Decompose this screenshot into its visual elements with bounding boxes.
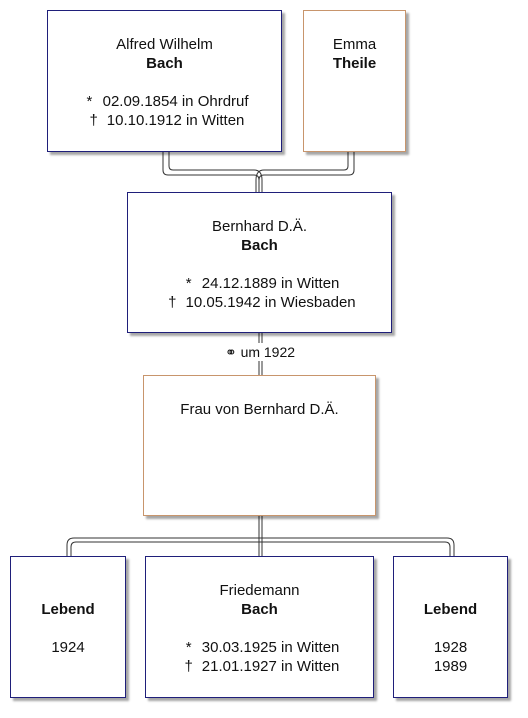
death-date-place: 21.01.1927 in Witten (201, 658, 340, 675)
birth-year: 1924 (51, 639, 85, 656)
given-name: Bernhard D.Ä. (211, 218, 308, 235)
marriage-date: um 1922 (240, 344, 296, 360)
person-box-child-3[interactable]: Lebend 1928 1989 (393, 556, 508, 698)
birth-icon: * (185, 275, 192, 292)
death-icon: † (89, 112, 98, 129)
surname: Bach (241, 601, 278, 618)
person-box-wife[interactable]: Frau von Bernhard D.Ä. (143, 375, 376, 516)
year-1: 1928 (433, 639, 468, 656)
death-date-place: 10.10.1912 in Witten (106, 112, 245, 129)
wife-name: Frau von Bernhard D.Ä. (180, 401, 339, 418)
death-event: † 21.01.1927 in Witten (146, 657, 373, 676)
death-event: † 10.05.1942 in Wiesbaden (128, 293, 391, 312)
person-box-child-1[interactable]: Lebend 1924 (10, 556, 126, 698)
given-name: Friedemann (219, 582, 300, 599)
person-box-emma-theile[interactable]: Emma Theile (303, 10, 406, 152)
connector-parents (162, 152, 260, 192)
connector-parents-inner (168, 152, 263, 192)
surname: Theile (332, 55, 377, 72)
living-label: Lebend (41, 601, 95, 618)
person-box-alfred-wilhelm-bach[interactable]: Alfred Wilhelm Bach * 02.09.1854 in Ohrd… (47, 10, 282, 152)
connector-children-bar-2 (70, 541, 451, 556)
birth-icon: * (86, 93, 93, 110)
birth-event: * 02.09.1854 in Ohrdruf (48, 92, 281, 111)
connector-children-bar (66, 537, 455, 556)
death-icon: † (184, 658, 193, 675)
given-name: Emma (332, 36, 377, 53)
birth-date-place: 02.09.1854 in Ohrdruf (102, 93, 249, 110)
death-event: † 10.10.1912 in Witten (48, 111, 281, 130)
living-label: Lebend (423, 601, 478, 618)
marriage-label: ⚭ um 1922 (210, 343, 310, 361)
connector-parents-inner-right (255, 152, 349, 192)
given-name: Alfred Wilhelm (116, 36, 213, 53)
person-box-friedemann-bach[interactable]: Friedemann Bach * 30.03.1925 in Witten †… (145, 556, 374, 698)
death-icon: † (168, 294, 177, 311)
marriage-icon: ⚭ (224, 344, 237, 360)
death-date-place: 10.05.1942 in Wiesbaden (185, 294, 356, 311)
surname: Bach (146, 55, 183, 72)
birth-event: * 24.12.1889 in Witten (128, 274, 391, 293)
connector-parents-right (258, 152, 355, 181)
year-2: 1989 (433, 658, 468, 675)
person-box-bernhard-bach[interactable]: Bernhard D.Ä. Bach * 24.12.1889 in Witte… (127, 192, 392, 333)
birth-date-place: 30.03.1925 in Witten (201, 639, 340, 656)
birth-date-place: 24.12.1889 in Witten (201, 275, 340, 292)
birth-icon: * (185, 639, 192, 656)
surname: Bach (241, 237, 278, 254)
birth-event: * 30.03.1925 in Witten (146, 638, 373, 657)
